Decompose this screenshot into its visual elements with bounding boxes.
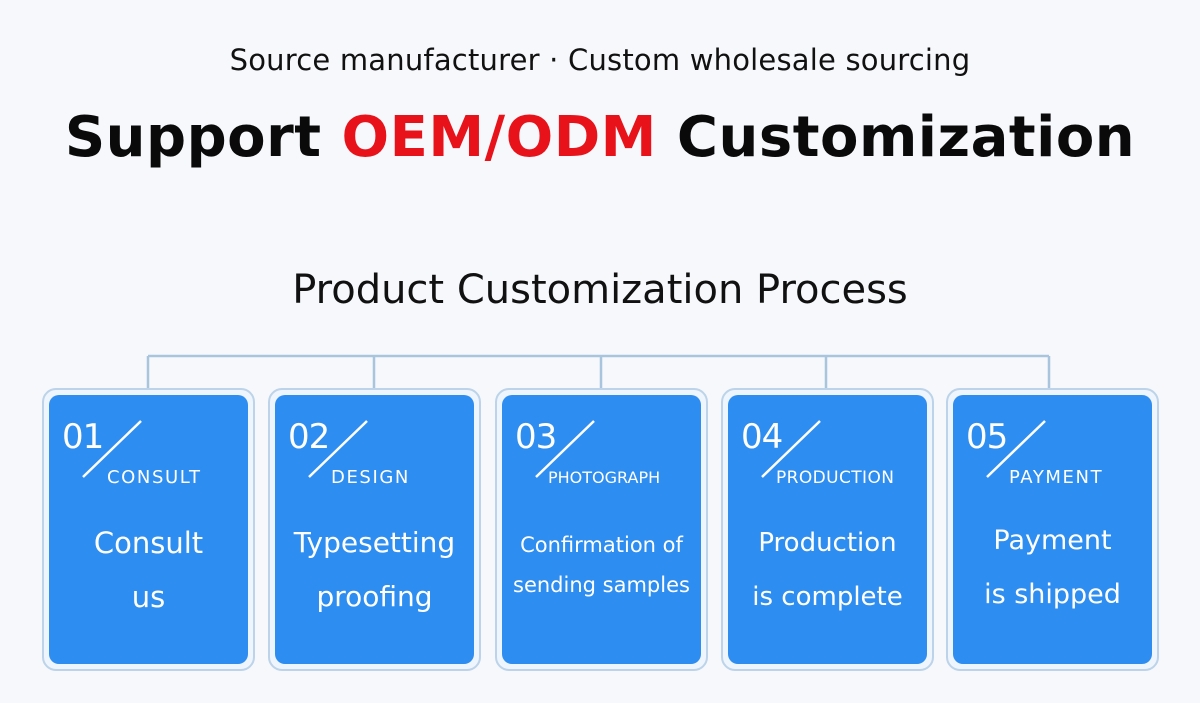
step-number: 03 <box>515 417 557 457</box>
headline-accent: OEM/ODM <box>341 105 657 170</box>
step-card-5: 05 PAYMENT Payment is shipped <box>946 388 1159 671</box>
step-card-1: 01 CONSULT Consult us <box>42 388 255 671</box>
step-card-2: 02 DESIGN Typesetting proofing <box>268 388 481 671</box>
subtitle: Source manufacturer · Custom wholesale s… <box>229 43 971 77</box>
step-description-line-1: Confirmation of <box>520 533 683 557</box>
step-card-3: 03 PHOTOGRAPH Confirmation of sending sa… <box>495 388 708 671</box>
process-title: Product Customization Process <box>292 267 908 313</box>
diagonal-slash-icon <box>82 420 142 478</box>
step-card-body: 01 CONSULT Consult us <box>49 395 248 664</box>
step-description-line-2: is shipped <box>984 579 1121 610</box>
step-description-line-2: proofing <box>316 580 433 613</box>
diagonal-slash-icon <box>308 420 368 478</box>
step-description-line-1: Production <box>758 528 897 558</box>
step-code: PRODUCTION <box>776 468 895 488</box>
step-description-line-1: Payment <box>993 525 1112 556</box>
step-card-body: 04 PRODUCTION Production is complete <box>728 395 927 664</box>
headline-prefix: Support <box>64 105 342 170</box>
headline: Support OEM/ODM Customization <box>0 100 1200 176</box>
step-description-line-1: Typesetting <box>293 526 456 559</box>
step-description-line-2: us <box>131 580 166 614</box>
step-description-line-1: Consult <box>93 526 204 560</box>
diagonal-slash-icon <box>761 420 821 478</box>
step-code: PHOTOGRAPH <box>548 468 661 487</box>
step-number: 04 <box>741 417 783 457</box>
step-card-4: 04 PRODUCTION Production is complete <box>721 388 934 671</box>
step-card-body: 02 DESIGN Typesetting proofing <box>275 395 474 664</box>
diagonal-slash-icon <box>986 420 1046 478</box>
step-card-body: 05 PAYMENT Payment is shipped <box>953 395 1152 664</box>
step-description-line-2: sending samples <box>513 573 690 597</box>
step-number: 05 <box>966 417 1008 457</box>
step-number: 01 <box>62 417 104 457</box>
step-card-body: 03 PHOTOGRAPH Confirmation of sending sa… <box>502 395 701 664</box>
step-number: 02 <box>288 417 330 457</box>
diagonal-slash-icon <box>535 420 595 478</box>
step-code: PAYMENT <box>1009 467 1104 488</box>
step-description-line-2: is complete <box>752 582 903 612</box>
step-code: DESIGN <box>331 467 410 488</box>
step-code: CONSULT <box>107 467 202 488</box>
headline-suffix: Customization <box>656 105 1136 170</box>
